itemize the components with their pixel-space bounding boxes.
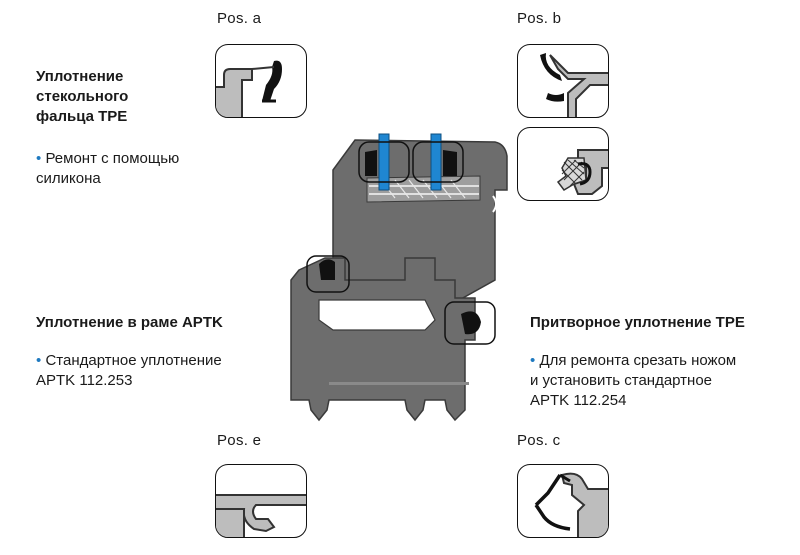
detail-pos-e [215, 464, 307, 538]
glazing-seal-title: Уплотнение стекольного фальца TPE [36, 67, 128, 127]
pos-c-label: Pos. c [517, 432, 561, 449]
frame-seal-text-line-1: Стандартное уплотнение [45, 352, 222, 369]
window-profile-cross-section [290, 133, 508, 422]
pos-b-label: Pos. b [517, 10, 562, 27]
pos-a-label: Pos. a [217, 10, 262, 27]
glazing-seal-title-line-2: стекольного [36, 88, 129, 105]
sash-seal-text-line-1: Для ремонта срезать ножом [539, 352, 737, 369]
glazing-seal-text-line-1: Ремонт с помощью [45, 150, 180, 167]
glazing-seal-text-line-2: силикона [36, 170, 101, 187]
frame-seal-title: Уплотнение в раме APTK [36, 314, 223, 331]
sash-seal-detail-c-icon [534, 472, 608, 537]
bullet-icon: • [36, 352, 42, 369]
silicone-repair-detail-icon [556, 149, 608, 195]
detail-pos-c [517, 464, 609, 538]
sash-seal-text-line-2: и установить стандартное [530, 372, 713, 389]
frame-seal-detail-e-icon [216, 494, 306, 537]
frame-profile [290, 257, 476, 422]
detail-pos-a [215, 44, 307, 118]
bullet-icon: • [530, 352, 536, 369]
sash-seal-text-line-3: APTK 112.254 [530, 392, 627, 409]
glazing-seal-title-line-1: Уплотнение [36, 68, 124, 85]
glass-pane-right [430, 133, 442, 191]
glass-pane-left [378, 133, 390, 191]
glazing-seal-detail-b-icon [540, 53, 608, 117]
pos-e-label: Pos. e [217, 432, 262, 449]
sash-seal-title: Притворное уплотнение TPE [530, 314, 745, 331]
glazing-seal-title-line-3: фальца TPE [36, 108, 128, 125]
glazing-seal-detail-a-icon [216, 60, 282, 117]
bullet-icon: • [36, 150, 42, 167]
detail-pos-b-repair [517, 127, 609, 201]
detail-pos-b [517, 44, 609, 118]
glazing-seal-text: • Ремонт с помощью силикона [36, 149, 179, 189]
sash-seal-text: • Для ремонта срезать ножом и установить… [530, 351, 736, 411]
frame-seal-text-line-2: APTK 112.253 [36, 372, 133, 389]
frame-seal-text: • Стандартное уплотнение APTK 112.253 [36, 351, 222, 391]
